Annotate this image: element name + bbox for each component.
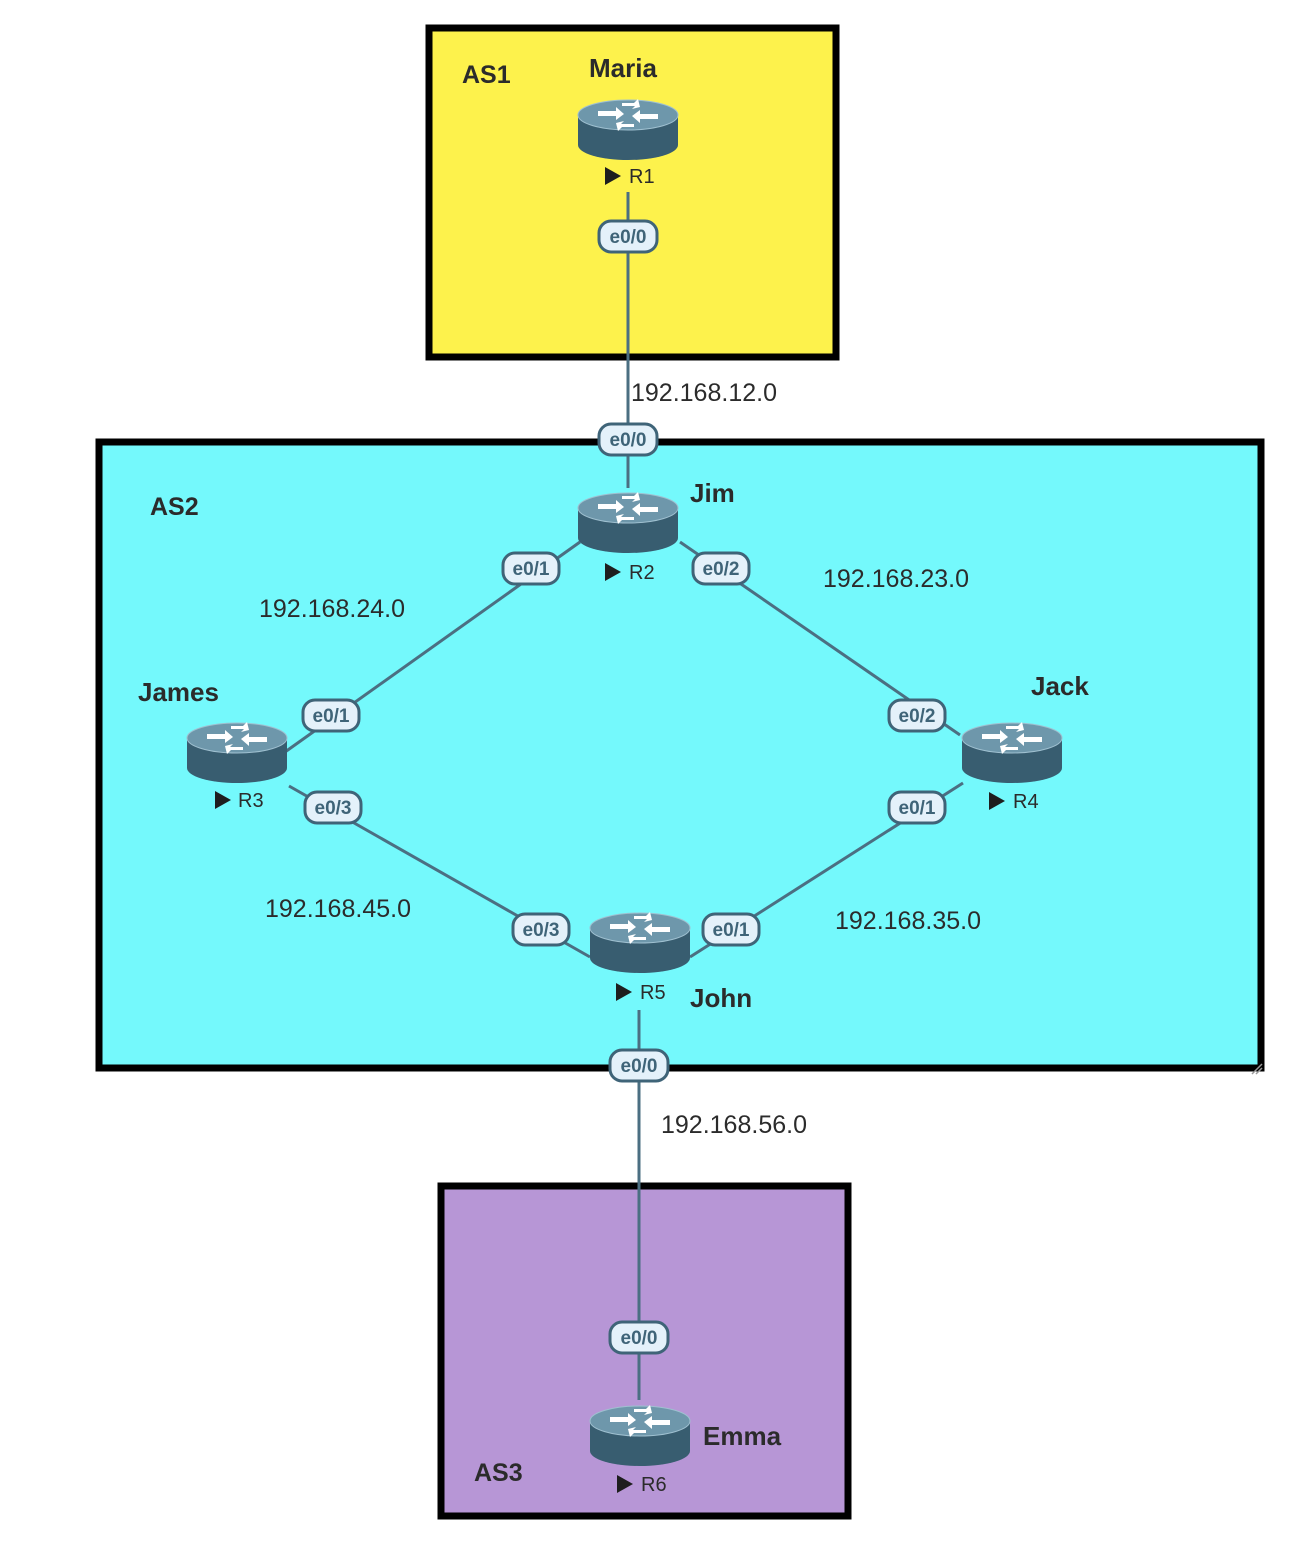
interface-label: e0/0 <box>621 1328 658 1349</box>
play-icon[interactable] <box>616 983 632 1001</box>
play-icon[interactable] <box>989 792 1005 810</box>
router-r5-id: R5 <box>640 982 666 1004</box>
interface-label: e0/2 <box>899 706 936 727</box>
network-label-24: 192.168.24.0 <box>259 595 405 623</box>
resize-handle-icon[interactable] <box>1251 1063 1263 1075</box>
network-label-35: 192.168.35.0 <box>835 907 981 935</box>
as3-label: AS3 <box>474 1459 523 1487</box>
network-label-23: 192.168.23.0 <box>823 565 969 593</box>
interface-r3-e03[interactable]: e0/3 <box>303 790 363 825</box>
as1-area <box>425 24 840 361</box>
interface-label: e0/1 <box>313 706 350 727</box>
router-r3-name: James <box>138 677 219 707</box>
router-r5-name: John <box>690 983 752 1013</box>
router-icon <box>577 98 679 161</box>
interface-r4-e02[interactable]: e0/2 <box>887 698 947 733</box>
router-r6-id: R6 <box>641 1474 667 1496</box>
router-r4-name: Jack <box>1031 671 1089 701</box>
play-icon[interactable] <box>605 563 621 581</box>
play-icon[interactable] <box>617 1475 633 1493</box>
network-label-45: 192.168.45.0 <box>265 895 411 923</box>
interface-r5-e00[interactable]: e0/0 <box>608 1048 670 1083</box>
router-icon <box>577 491 679 554</box>
router-icon <box>589 1404 691 1467</box>
router-r1-id: R1 <box>629 166 655 188</box>
router-icon <box>589 911 691 974</box>
interface-label: e0/0 <box>610 227 647 248</box>
interface-label: e0/1 <box>899 798 936 819</box>
interface-r3-e01[interactable]: e0/1 <box>301 698 361 733</box>
interface-r2-e00[interactable]: e0/0 <box>597 422 659 457</box>
interface-label: e0/0 <box>610 430 647 451</box>
router-r1[interactable]: Maria R1 <box>577 53 679 188</box>
interface-r5-e03[interactable]: e0/3 <box>511 912 571 947</box>
interface-r2-e01[interactable]: e0/1 <box>501 551 561 586</box>
interface-r6-e00[interactable]: e0/0 <box>608 1320 670 1355</box>
play-icon[interactable] <box>215 791 231 809</box>
router-r6-name: Emma <box>703 1421 782 1451</box>
router-icon <box>961 721 1063 784</box>
interface-label: e0/1 <box>513 559 550 580</box>
interface-r2-e02[interactable]: e0/2 <box>691 551 751 586</box>
router-r6[interactable]: Emma R6 <box>589 1404 782 1496</box>
interface-label: e0/3 <box>523 920 560 941</box>
router-icon <box>186 721 288 784</box>
interface-r4-e01[interactable]: e0/1 <box>887 790 947 825</box>
interface-r5-e01[interactable]: e0/1 <box>701 912 761 947</box>
network-label-12: 192.168.12.0 <box>631 379 777 407</box>
router-r2[interactable]: Jim R2 <box>577 478 735 584</box>
interface-label: e0/0 <box>621 1056 658 1077</box>
as2-label: AS2 <box>150 493 199 521</box>
interface-label: e0/3 <box>315 798 352 819</box>
play-icon[interactable] <box>605 167 621 185</box>
interface-label: e0/2 <box>703 559 740 580</box>
interface-r1-e00[interactable]: e0/0 <box>597 219 659 254</box>
router-r3[interactable]: James R3 <box>138 677 288 812</box>
network-label-56: 192.168.56.0 <box>661 1111 807 1139</box>
as1-label: AS1 <box>462 61 511 89</box>
router-r2-name: Jim <box>690 478 735 508</box>
router-r4-id: R4 <box>1013 791 1039 813</box>
router-r3-id: R3 <box>238 790 264 812</box>
router-r1-name: Maria <box>589 53 657 83</box>
router-r5[interactable]: John R5 <box>589 911 752 1013</box>
interface-label: e0/1 <box>713 920 750 941</box>
router-r4[interactable]: Jack R4 <box>961 671 1089 813</box>
router-r2-id: R2 <box>629 562 655 584</box>
